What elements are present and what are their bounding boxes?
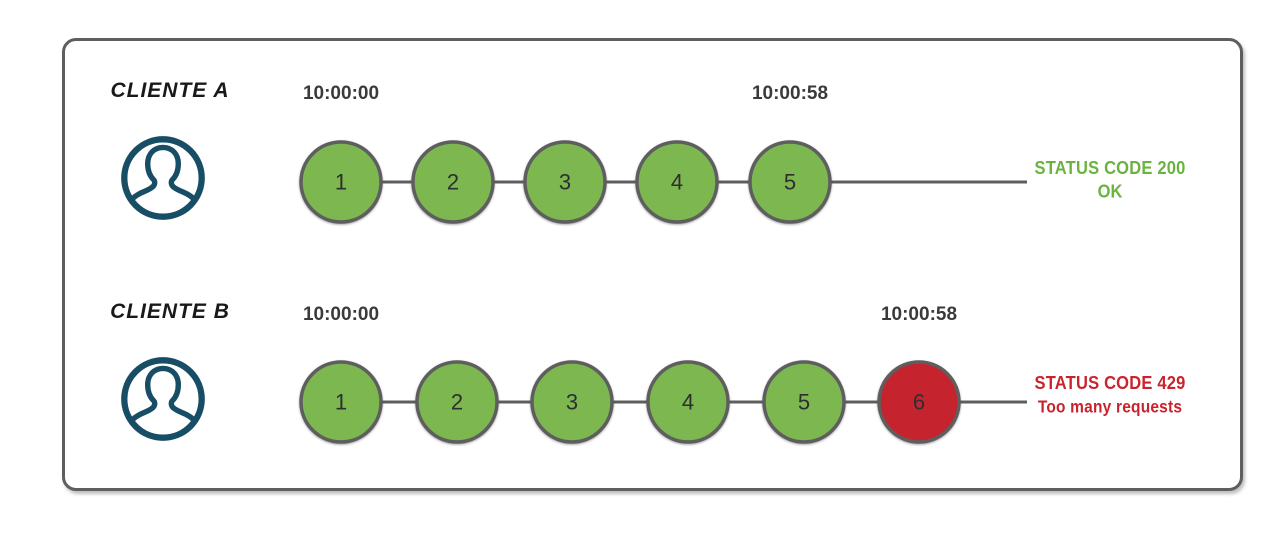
svg-text:3: 3 [559,170,571,195]
client-b-status-text: STATUS CODE 429 Too many requests [1022,372,1198,419]
svg-text:2: 2 [451,390,463,415]
client-a-end-time: 10:00:58 [751,83,829,104]
client-b-request-timeline: 1 2 3 4 5 6 [299,360,1027,444]
client-a-start-time: 10:00:00 [302,83,380,104]
client-a-avatar-icon [121,136,205,220]
svg-text:1: 1 [335,390,347,415]
svg-text:4: 4 [682,390,694,415]
request-node: 5 [748,140,832,224]
svg-text:2: 2 [447,170,459,195]
request-node-blocked: 6 [877,360,961,444]
request-node: 5 [762,360,846,444]
status-code-line: STATUS CODE 429 [1034,373,1186,394]
svg-text:1: 1 [335,170,347,195]
svg-text:4: 4 [671,170,683,195]
client-a-request-timeline: 1 2 3 4 5 [299,140,1027,224]
svg-text:3: 3 [566,390,578,415]
request-node: 1 [299,360,383,444]
request-node: 1 [299,140,383,224]
svg-text:5: 5 [784,170,796,195]
client-a-status-text: STATUS CODE 200 OK [1022,157,1198,204]
client-b-end-time: 10:00:58 [880,304,958,325]
svg-text:5: 5 [798,390,810,415]
request-node: 4 [635,140,719,224]
request-node: 2 [411,140,495,224]
client-b-start-time: 10:00:00 [302,304,380,325]
status-code-line: STATUS CODE 200 [1034,158,1186,179]
status-message-line: OK [1097,181,1123,203]
client-a-label: CLIENTE A [110,79,230,102]
client-b-avatar-icon [121,357,205,441]
request-node: 3 [530,360,614,444]
status-message-line: Too many requests [1037,397,1183,418]
request-node: 2 [415,360,499,444]
request-node: 4 [646,360,730,444]
client-b-label: CLIENTE B [110,300,230,323]
svg-text:6: 6 [913,390,925,415]
request-node: 3 [523,140,607,224]
